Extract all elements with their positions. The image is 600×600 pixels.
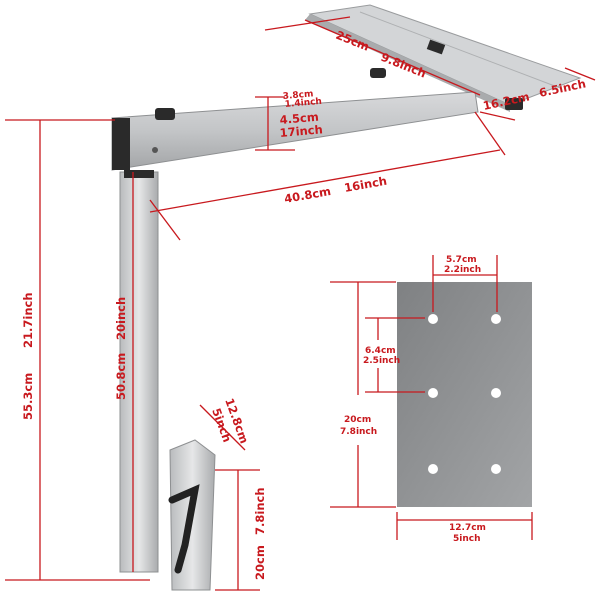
total-height-cm: 55.3cm bbox=[21, 373, 35, 420]
horizontal-arm bbox=[111, 91, 479, 171]
bracket-height-cm: 20cm bbox=[253, 545, 267, 580]
plate-height-cm: 20cm bbox=[344, 415, 371, 425]
vertical-post bbox=[119, 170, 159, 573]
plate-height-in: 7.8inch bbox=[340, 427, 377, 437]
tube-small-cm: 3.8cm bbox=[282, 89, 313, 102]
plate-hole-spacing-v-in: 2.5inch bbox=[363, 356, 400, 366]
table-top bbox=[305, 4, 582, 112]
tube-large-in: 17inch bbox=[279, 122, 323, 140]
tube-large-cm: 4.5cm bbox=[279, 110, 319, 127]
plate-width-cm: 12.7cm bbox=[449, 523, 486, 533]
table-lock-knob[interactable] bbox=[426, 39, 446, 55]
arm-knob[interactable] bbox=[370, 68, 386, 78]
mounting-bracket bbox=[168, 439, 216, 591]
dimension-lines bbox=[5, 16, 596, 591]
leg-height-in: 20inch bbox=[114, 297, 128, 340]
plate-hole-spacing-h-in: 2.2inch bbox=[444, 265, 481, 275]
plate-hole-spacing-v-cm: 6.4cm bbox=[365, 346, 396, 356]
arm-end-cap bbox=[112, 118, 130, 170]
leg-height-cm: 50.8cm bbox=[114, 353, 128, 400]
total-height-in: 21.7inch bbox=[21, 292, 35, 348]
bracket-height-in: 7.8inch bbox=[253, 487, 267, 535]
plate-width-in: 5inch bbox=[453, 534, 481, 544]
plate-hole-spacing-h-cm: 5.7cm bbox=[446, 255, 477, 265]
clamp-handle[interactable] bbox=[168, 484, 200, 574]
tube-small-in: 1.4inch bbox=[284, 97, 322, 110]
mounting-plate bbox=[397, 282, 532, 507]
